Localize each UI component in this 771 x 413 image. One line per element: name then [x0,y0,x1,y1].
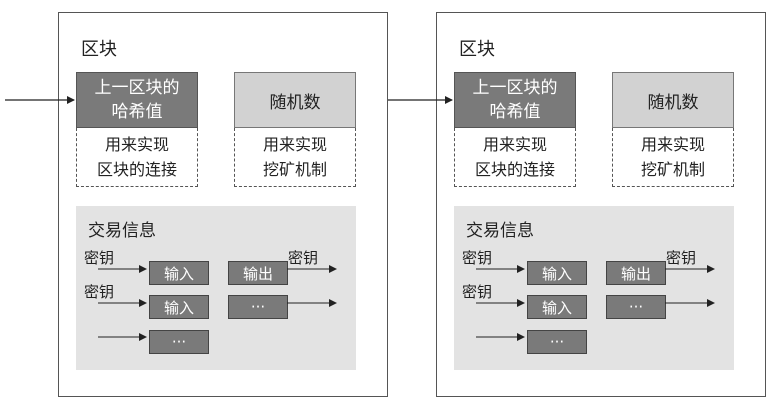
output-key-label: 密钥 [288,249,319,267]
nonce-note: 用来实现 挖矿机制 [612,128,734,187]
transaction-area: 交易信息 密钥 密钥 密钥 输入 输入 ··· 输出 ··· [76,206,356,370]
block-2: 区块 上一区块的 哈希值 随机数 用来实现 区块的连接 用来实现 挖矿机制 交易… [436,12,766,397]
ellipsis-chip: ··· [149,330,209,354]
block-title: 区块 [81,39,117,60]
nonce-box: 随机数 [612,72,734,128]
input-chip: 输入 [527,295,587,319]
output-key-label: 密钥 [666,249,697,267]
prev-hash-note: 用来实现 区块的连接 [454,128,576,187]
ellipsis-chip: ··· [606,295,666,319]
input-key-label: 密钥 [462,283,493,301]
prev-hash-box: 上一区块的 哈希值 [76,72,198,128]
input-chip: 输入 [149,295,209,319]
block-title: 区块 [459,39,495,60]
nonce-box: 随机数 [234,72,356,128]
transaction-title: 交易信息 [88,221,156,241]
ellipsis-chip: ··· [527,330,587,354]
block-1: 区块 上一区块的 哈希值 随机数 用来实现 区块的连接 用来实现 挖矿机制 交易… [58,12,388,397]
input-key-label: 密钥 [84,283,115,301]
input-key-label: 密钥 [84,249,115,267]
transaction-title: 交易信息 [466,221,534,241]
nonce-note: 用来实现 挖矿机制 [234,128,356,187]
prev-hash-box: 上一区块的 哈希值 [454,72,576,128]
transaction-area: 交易信息 密钥 密钥 密钥 输入 输入 ··· 输出 ··· [454,206,734,370]
input-chip: 输入 [527,261,587,285]
input-chip: 输入 [149,261,209,285]
output-chip: 输出 [228,261,288,285]
input-key-label: 密钥 [462,249,493,267]
ellipsis-chip: ··· [228,295,288,319]
output-chip: 输出 [606,261,666,285]
prev-hash-note: 用来实现 区块的连接 [76,128,198,187]
